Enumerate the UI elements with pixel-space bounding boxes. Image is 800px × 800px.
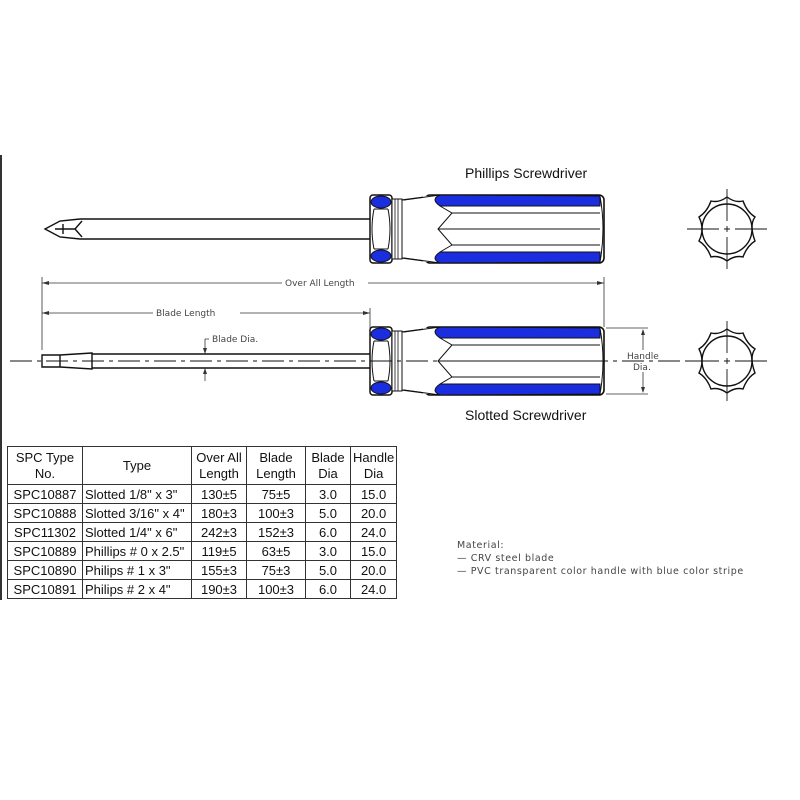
table-cell: 6.0: [305, 579, 351, 599]
table-cell: 63±5: [246, 541, 306, 561]
table-cell: Philips # 2 x 4": [82, 579, 192, 599]
table-cell: SPC10890: [7, 560, 83, 580]
slotted-end-view: [686, 320, 768, 402]
table-cell: 15.0: [349, 541, 398, 561]
material-item: — CRV steel blade: [457, 553, 554, 564]
blade-dia-dimension: Blade Dia.: [203, 335, 258, 381]
column-header-text: Type: [122, 457, 152, 473]
table-cell: 20.0: [349, 560, 398, 580]
table-cell: SPC10888: [7, 503, 83, 523]
column-header-text: SPC Type: [15, 449, 75, 465]
blade-length-label: Blade Length: [156, 309, 215, 319]
column-header-text: Handle: [353, 449, 395, 465]
table-cell: Slotted 1/8" x 3": [82, 484, 192, 504]
table-cell: Phillips # 0 x 2.5": [82, 541, 192, 561]
slotted-screwdriver: [10, 326, 700, 396]
column-header-text: Blade: [259, 449, 293, 465]
table-cell: Slotted 3/16" x 4": [82, 503, 192, 523]
table-cell: 5.0: [305, 503, 351, 523]
handle-dia-label-2: Dia.: [633, 363, 651, 373]
table-cell: Philips # 1 x 3": [82, 560, 192, 580]
column-header-text: No.: [34, 465, 56, 481]
table-cell: 152±3: [246, 522, 306, 542]
table-cell: 3.0: [305, 541, 351, 561]
column-header-text: Dia: [318, 465, 338, 481]
table-cell: 5.0: [305, 560, 351, 580]
material-heading: Material:: [457, 540, 504, 551]
table-cell: 100±3: [246, 579, 306, 599]
table-cell: 130±5: [191, 484, 247, 504]
column-header-text: Blade: [311, 449, 345, 465]
table-cell: SPC11302: [7, 522, 83, 542]
table-cell: 155±3: [191, 560, 247, 580]
phillips-title: Phillips Screwdriver: [465, 165, 587, 181]
table-cell: 15.0: [349, 484, 398, 504]
table-cell: 24.0: [349, 522, 398, 542]
column-header-text: Length: [256, 465, 296, 481]
column-header-text: Length: [199, 465, 239, 481]
table-cell: 180±3: [191, 503, 247, 523]
page-border-rule: [0, 155, 2, 600]
column-header: Type: [82, 446, 192, 485]
column-header-text: Dia: [363, 465, 384, 481]
blade-dia-label: Blade Dia.: [212, 335, 258, 345]
table-cell: 190±3: [191, 579, 247, 599]
table-cell: 119±5: [191, 541, 247, 561]
table-cell: Slotted 1/4" x 6": [82, 522, 192, 542]
table-cell: SPC10889: [7, 541, 83, 561]
slotted-title: Slotted Screwdriver: [465, 407, 587, 423]
table-cell: 242±3: [191, 522, 247, 542]
handle-dia-dimension: Handle Dia.: [606, 327, 659, 395]
column-header-text: Over All: [196, 449, 242, 465]
table-cell: 20.0: [349, 503, 398, 523]
overall-length-dimension: Over All Length: [41, 277, 605, 350]
table-cell: 3.0: [305, 484, 351, 504]
table-cell: 75±3: [246, 560, 306, 580]
phillips-end-view: [686, 188, 768, 270]
table-cell: 75±5: [246, 484, 306, 504]
table-cell: 6.0: [305, 522, 351, 542]
table-cell: 100±3: [246, 503, 306, 523]
phillips-screwdriver: [43, 194, 605, 264]
material-item: — PVC transparent color handle with blue…: [457, 566, 744, 577]
blade-length-dimension: Blade Length: [42, 308, 371, 330]
material-notes: Material: — CRV steel blade — PVC transp…: [457, 540, 744, 577]
table-cell: SPC10887: [7, 484, 83, 504]
handle-dia-label: Handle: [627, 352, 659, 362]
table-cell: 24.0: [349, 579, 398, 599]
table-cell: SPC10891: [7, 579, 83, 599]
overall-length-label: Over All Length: [285, 279, 355, 289]
